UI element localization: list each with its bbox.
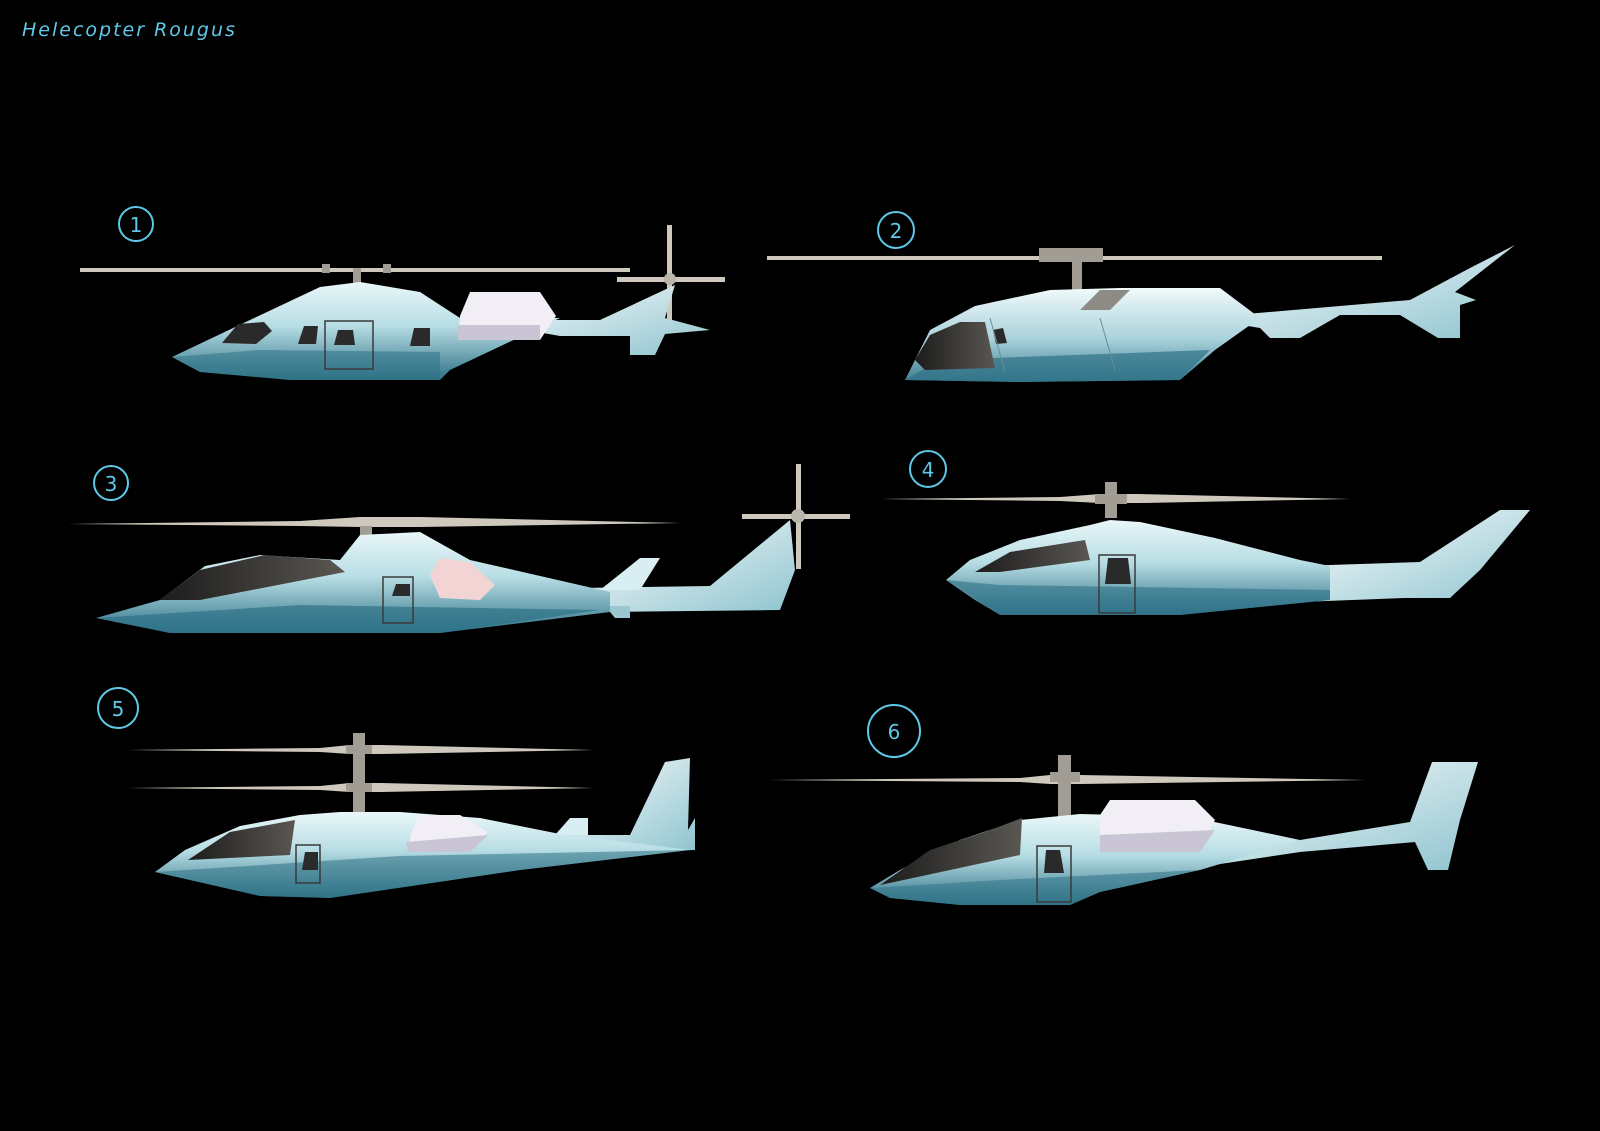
fuselage-shadow — [870, 870, 1200, 905]
rotor-hub — [322, 264, 330, 273]
tail-boom — [1180, 762, 1478, 870]
number-label-1: 1 — [130, 213, 143, 237]
stabilizer — [600, 558, 660, 590]
panel-line — [1099, 317, 1116, 371]
tail-boom — [1200, 245, 1515, 338]
number-badge-2 — [877, 211, 915, 249]
number-badge-1 — [118, 206, 154, 242]
concept-5: 5 — [97, 687, 695, 898]
concept-4: 4 — [882, 450, 1530, 615]
number-badge-6 — [867, 704, 921, 758]
rotor-mast — [360, 526, 372, 536]
concept-2: 2 — [767, 211, 1515, 382]
cabin-door — [295, 844, 321, 884]
tail-boom — [1300, 510, 1530, 602]
tail-boom — [560, 758, 695, 852]
number-badge-5 — [97, 687, 139, 729]
cabin-door — [382, 576, 414, 624]
number-label-4: 4 — [922, 458, 935, 482]
tail-boom — [470, 285, 710, 355]
rotor-hub — [383, 264, 391, 273]
fuselage — [96, 532, 610, 633]
side-panel — [430, 558, 495, 600]
fuselage-shadow — [946, 580, 1330, 615]
fuselage-shadow — [172, 350, 440, 380]
number-label-3: 3 — [105, 472, 118, 496]
rotor-hub — [346, 783, 372, 792]
rotor-mast — [1058, 755, 1071, 817]
cabin-door — [1036, 845, 1072, 903]
cabin-window — [392, 584, 410, 596]
stabilizer-lower — [605, 606, 630, 618]
cabin-window — [1044, 850, 1064, 873]
cockpit-canopy — [975, 540, 1090, 572]
rotor-hub — [1050, 772, 1080, 782]
cabin-window — [410, 328, 430, 346]
number-label-5: 5 — [112, 697, 125, 721]
cabin-window — [334, 330, 355, 345]
main-rotor-blade — [68, 517, 680, 527]
rotor-mast — [1072, 262, 1082, 292]
cockpit-canopy — [915, 322, 995, 370]
number-badge-4 — [909, 450, 947, 488]
cockpit-canopy — [160, 555, 345, 600]
tail-rotor-hub — [664, 273, 676, 285]
cabin-window — [1105, 558, 1131, 584]
rotor-mast — [353, 268, 361, 288]
engine-cowling-shadow — [1100, 830, 1215, 852]
concept-1: 1 — [80, 206, 725, 380]
fuselage-shadow — [155, 850, 690, 898]
number-badge-3 — [93, 465, 129, 501]
concept-6: 6 — [768, 704, 1478, 905]
stabilizer — [555, 818, 588, 835]
cockpit-canopy — [188, 820, 295, 860]
rotor-hub — [1095, 494, 1127, 504]
cabin-door — [1098, 554, 1136, 614]
fuselage-shadow — [905, 350, 1210, 382]
cockpit-canopy — [880, 818, 1022, 885]
cockpit-window — [222, 322, 272, 344]
engine-cowling-shadow — [406, 835, 488, 852]
rotor-hub — [1039, 248, 1103, 262]
panel-line — [989, 317, 1006, 373]
number-label-6: 6 — [888, 720, 901, 744]
intake — [1080, 290, 1130, 310]
rotor-hub — [346, 745, 372, 754]
cabin-window — [302, 852, 318, 870]
engine-cowling-shadow — [458, 325, 540, 340]
number-label-2: 2 — [890, 219, 903, 243]
cabin-window — [298, 326, 318, 344]
concept-3: 3 — [68, 464, 850, 633]
tail-rotor-hub — [791, 509, 805, 523]
sheet-title: Helecopter Rougus — [22, 19, 237, 41]
cabin-door — [324, 320, 374, 370]
fuselage-shadow — [96, 605, 600, 633]
tail-boom — [580, 520, 795, 612]
